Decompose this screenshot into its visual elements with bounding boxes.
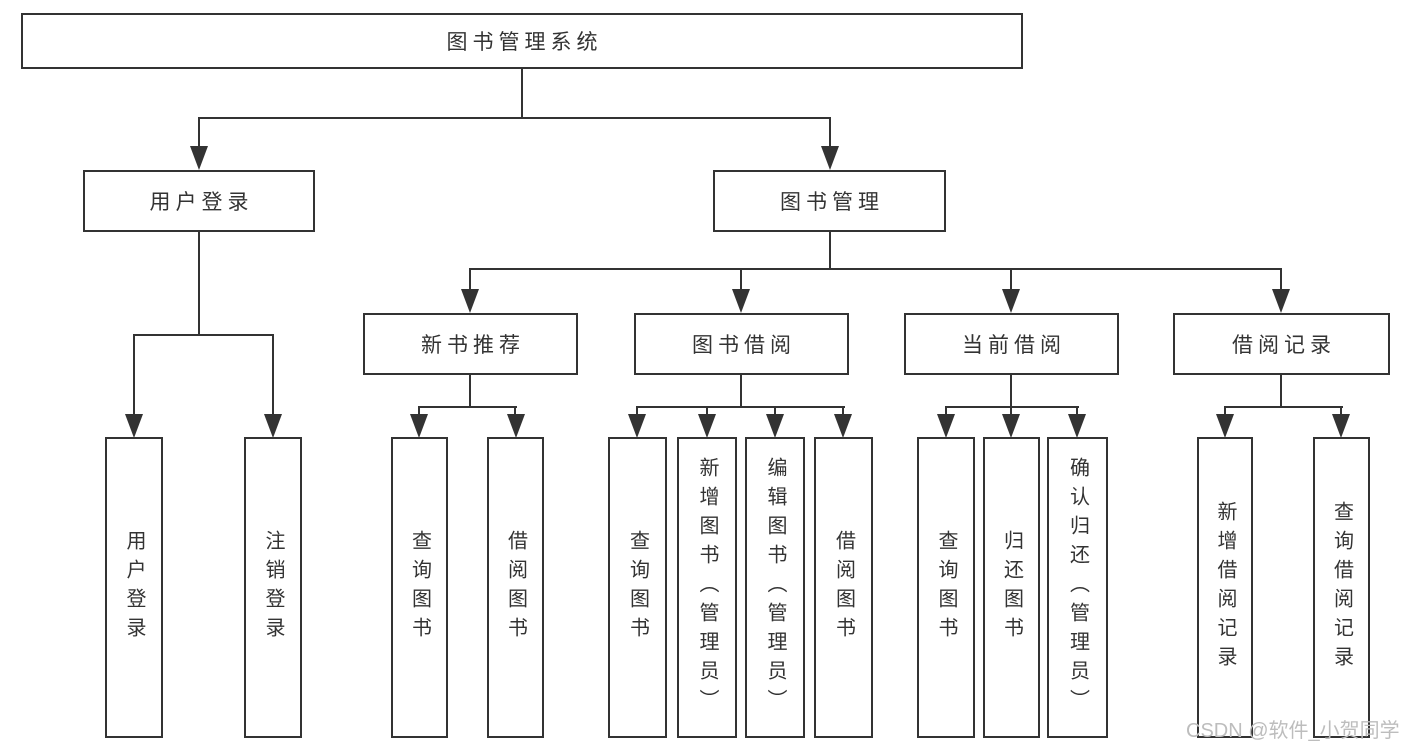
leaf-nb-query-books: 查询图书 — [391, 437, 448, 738]
node-book-borrowing: 图书借阅 — [634, 313, 849, 375]
leaf-label: 查询图书 — [408, 529, 431, 646]
node-label: 当前借阅 — [962, 334, 1066, 357]
leaf-bb-borrow-books: 借阅图书 — [814, 437, 873, 738]
connector-line — [636, 406, 638, 416]
arrow-down-icon — [937, 414, 955, 438]
leaf-label: 新增借阅记录 — [1214, 500, 1236, 675]
connector-line — [418, 406, 517, 408]
connector-line — [1010, 406, 1012, 416]
connector-line — [706, 406, 708, 416]
arrow-down-icon — [834, 414, 852, 438]
connector-line — [1076, 406, 1078, 416]
node-new-book-recommend: 新书推荐 — [363, 313, 578, 375]
leaf-label: 新增图书（管理员） — [696, 457, 718, 718]
connector-line — [198, 117, 831, 119]
arrow-down-icon — [766, 414, 784, 438]
leaf-label: 归还图书 — [1000, 529, 1023, 646]
leaf-bb-query-books: 查询图书 — [608, 437, 667, 738]
arrow-down-icon — [628, 414, 646, 438]
connector-line — [829, 232, 831, 270]
arrow-down-icon — [1216, 414, 1234, 438]
leaf-label: 查询借阅记录 — [1330, 500, 1353, 675]
connector-line — [272, 334, 274, 416]
leaf-label: 确认归还（管理员） — [1066, 457, 1089, 718]
connector-line — [842, 406, 844, 416]
arrow-down-icon — [821, 146, 839, 170]
node-book-management: 图书管理 — [713, 170, 946, 232]
connector-line — [829, 117, 831, 149]
node-book-management-system: 图书管理系统 — [21, 13, 1023, 69]
arrow-down-icon — [1272, 289, 1290, 313]
connector-line — [1280, 375, 1282, 407]
connector-line — [198, 232, 200, 336]
leaf-label: 借阅图书 — [832, 529, 855, 646]
arrow-down-icon — [190, 146, 208, 170]
connector-line — [1010, 268, 1012, 292]
connector-line — [469, 268, 471, 292]
connector-line — [1010, 375, 1012, 407]
connector-line — [636, 406, 845, 408]
leaf-cb-query-books: 查询图书 — [917, 437, 975, 738]
node-current-borrowing: 当前借阅 — [904, 313, 1119, 375]
leaf-br-query-borrow-record: 查询借阅记录 — [1313, 437, 1370, 738]
connector-line — [1340, 406, 1342, 416]
node-label: 图书管理系统 — [446, 31, 603, 54]
arrow-down-icon — [507, 414, 525, 438]
node-label: 借阅记录 — [1232, 334, 1336, 357]
leaf-nb-borrow-books: 借阅图书 — [487, 437, 544, 738]
connector-line — [1280, 268, 1282, 292]
connector-line — [198, 117, 200, 149]
arrow-down-icon — [264, 414, 282, 438]
connector-line — [1224, 406, 1226, 416]
arrow-down-icon — [461, 289, 479, 313]
leaf-label: 用户登录 — [123, 529, 145, 646]
node-label: 图书管理 — [780, 191, 884, 214]
node-label: 用户登录 — [149, 191, 254, 214]
leaf-label: 查询图书 — [935, 529, 957, 646]
connector-line — [133, 334, 135, 416]
connector-line — [521, 69, 523, 119]
node-label: 图书借阅 — [692, 334, 796, 357]
arrow-down-icon — [732, 289, 750, 313]
arrow-down-icon — [1002, 414, 1020, 438]
connector-line — [945, 406, 947, 416]
connector-line — [469, 375, 471, 407]
connector-line — [469, 268, 1282, 270]
connector-line — [945, 406, 1079, 408]
connector-line — [1224, 406, 1343, 408]
leaf-label: 注销登录 — [262, 529, 284, 646]
arrow-down-icon — [1332, 414, 1350, 438]
arrow-down-icon — [125, 414, 143, 438]
node-label: 新书推荐 — [421, 334, 525, 357]
arrow-down-icon — [1068, 414, 1086, 438]
leaf-logout: 注销登录 — [244, 437, 302, 738]
leaf-user-login: 用户登录 — [105, 437, 163, 738]
leaf-cb-confirm-return-admin: 确认归还（管理员） — [1047, 437, 1108, 738]
arrow-down-icon — [1002, 289, 1020, 313]
leaf-bb-add-books-admin: 新增图书（管理员） — [677, 437, 737, 738]
connector-line — [740, 268, 742, 292]
node-user-login: 用户登录 — [83, 170, 315, 232]
connector-line — [133, 334, 274, 336]
connector-line — [774, 406, 776, 416]
leaf-label: 查询图书 — [626, 529, 649, 646]
leaf-cb-return-books: 归还图书 — [983, 437, 1040, 738]
connector-line — [740, 375, 742, 407]
connector-line — [514, 406, 516, 416]
csdn-watermark: CSDN @软件_小贺同学 — [1186, 720, 1400, 742]
leaf-br-add-borrow-record: 新增借阅记录 — [1197, 437, 1253, 738]
arrow-down-icon — [410, 414, 428, 438]
node-borrowing-records: 借阅记录 — [1173, 313, 1390, 375]
leaf-label: 编辑图书（管理员） — [764, 457, 786, 718]
leaf-label: 借阅图书 — [504, 529, 527, 646]
arrow-down-icon — [698, 414, 716, 438]
connector-line — [418, 406, 420, 416]
leaf-bb-edit-books-admin: 编辑图书（管理员） — [745, 437, 805, 738]
